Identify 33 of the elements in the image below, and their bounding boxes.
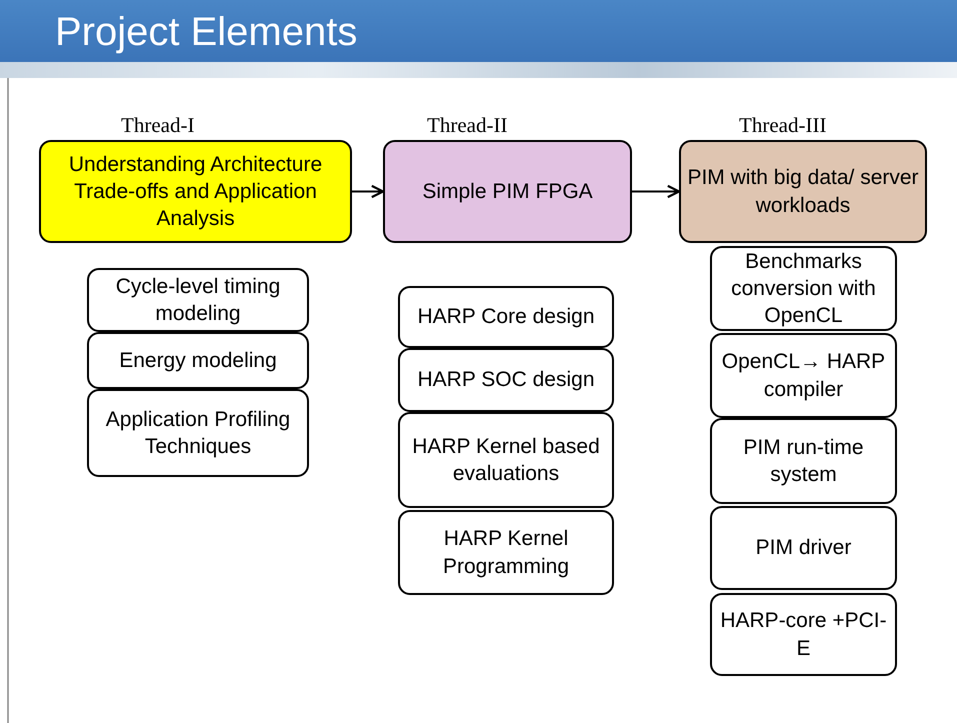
task-box [87,268,309,332]
task-box [87,389,309,477]
task-label: Benchmarks conversion with OpenCL [730,248,877,330]
task-label: OpenCL→ HARP compiler [720,349,886,402]
task-label: PIM run-time system [742,434,865,488]
arrow [632,184,680,198]
task-box [87,332,309,389]
task-box [398,286,614,348]
task-box [398,412,614,508]
thread-heading: Thread-I [121,112,194,139]
task-box [710,506,897,590]
task-label: Application Profiling Techniques [104,406,292,460]
task-label: HARP SOC design [417,367,595,394]
task-label: Energy modeling [119,348,277,374]
task-label: HARP Core design [417,304,595,330]
task-label: HARP-core +PCI-E [719,608,888,662]
slide-title: Project Elements [55,10,358,55]
task-box [398,510,614,595]
task-box [710,593,897,676]
task-box [398,348,614,412]
task-label: Cycle-level timing modeling [114,274,282,327]
task-box [710,333,897,418]
task-label: HARP Kernel Programming [442,526,570,580]
thread-title: PIM with big data/ server workloads [687,165,919,218]
task-label: PIM driver [756,535,852,562]
task-label: HARP Kernel based evaluations [411,434,601,487]
thread-title: Understanding Architecture Trade-offs and Application Analysis [68,152,324,232]
thread-title: Simple PIM FPGA [422,178,593,205]
arrow [352,184,384,198]
task-box [710,246,897,331]
thread-heading: Thread-II [427,112,508,139]
task-box [710,418,897,504]
thread-heading: Thread-III [739,112,826,139]
